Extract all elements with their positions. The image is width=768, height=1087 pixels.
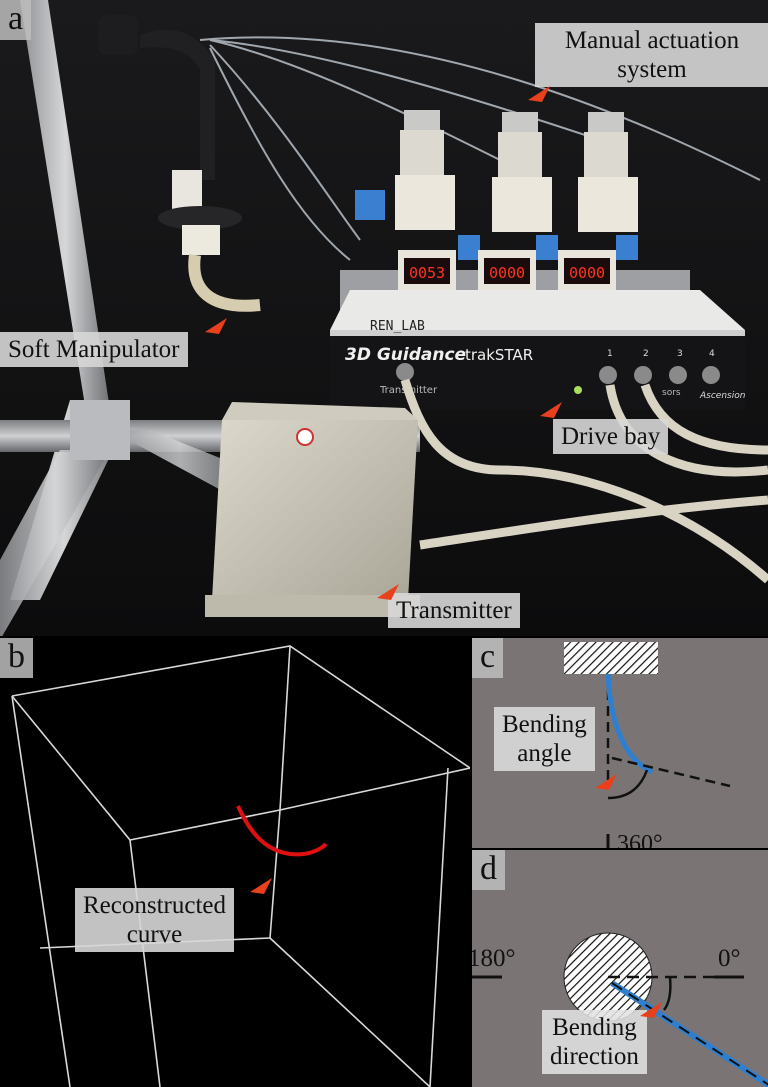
port-number-4: 4: [709, 349, 715, 359]
bending-direction-panel-d: 180° 0° d Bending direction: [472, 850, 768, 1087]
label-bending-angle: Bending angle: [494, 707, 595, 771]
label-manual-actuation-line-2: system: [617, 56, 687, 83]
label-manual-actuation: Manual actuation system: [535, 23, 768, 87]
gauge-readout-3: 0000: [569, 264, 605, 282]
fixed-base-hatch: [564, 642, 658, 674]
panel-letter-c: c: [472, 638, 504, 678]
reconstruction-panel-b: b Reconstructed curve: [0, 638, 470, 1087]
port-number-3: 3: [677, 349, 683, 359]
bending-direction-diagram: 180° 0°: [472, 932, 768, 1087]
label-bending-direction: Bending direction: [542, 1010, 647, 1074]
angle-arc: [607, 769, 649, 800]
arrow-drive-bay: [540, 402, 562, 418]
label-drive-bay: Drive bay: [553, 419, 669, 454]
label-reconstructed-curve: Reconstructed curve: [75, 888, 235, 952]
arrow-soft-manipulator: [205, 318, 227, 334]
gauge-readout-2: 0000: [489, 264, 525, 282]
maker-text: Ascension: [699, 391, 746, 401]
cables: [400, 378, 768, 584]
brand-text: 3D Guidance: [345, 345, 466, 365]
tick-label-360: 360°: [617, 831, 663, 848]
label-bending-angle-line-1: Bending: [502, 711, 587, 738]
arrow-bending-direction: [640, 1002, 662, 1018]
label-reconstructed-curve-line-2: curve: [126, 921, 183, 948]
arrow-transmitter: [377, 584, 399, 600]
transmitter-box: [205, 402, 420, 617]
label-0: 0°: [718, 945, 741, 972]
gauge-readout-1: 0053: [409, 264, 445, 282]
label-bending-angle-line-2: angle: [517, 740, 572, 767]
direction-arc: [662, 976, 672, 1011]
model-text: trakSTAR: [465, 346, 533, 364]
label-manual-actuation-line-1: Manual actuation: [564, 27, 740, 54]
photo-panel-a: 0053 0000 0000 3D Guidance trakSTAR REN_…: [0, 0, 768, 636]
panel-letter-d: d: [472, 850, 505, 890]
arrow-bending-angle: [595, 774, 617, 790]
wireframe-cube: [11, 645, 470, 1087]
photo-scene: 0053 0000 0000 3D Guidance trakSTAR REN_…: [0, 0, 768, 636]
tangent-line: [611, 756, 731, 788]
panel-letter-a: a: [0, 0, 32, 40]
port-number-1: 1: [607, 349, 613, 359]
bending-angle-panel-c: 360° c Bending angle: [472, 638, 768, 848]
panel-letter-b: b: [0, 638, 33, 678]
bent-manipulator-curve: [605, 673, 654, 775]
label-bending-direction-line-2: direction: [550, 1043, 639, 1070]
label-180: 180°: [472, 945, 516, 972]
sensors-port-text: sors: [662, 388, 681, 398]
reconstructed-curve: [236, 805, 328, 857]
arrow-reconstructed-curve: [250, 878, 272, 894]
aluminum-frame: [0, 0, 420, 636]
label-soft-manipulator: Soft Manipulator: [0, 332, 188, 367]
arrow-manual-actuation: [528, 86, 550, 102]
lab-tag-text: REN_LAB: [370, 319, 425, 334]
label-reconstructed-curve-line-1: Reconstructed: [83, 892, 227, 919]
manipulator-holder: [98, 15, 261, 312]
bending-direction-dash: [611, 982, 768, 1086]
pneumatic-tubes: [199, 36, 761, 261]
bending-angle-diagram: 360°: [564, 642, 731, 848]
trakstar-unit: 3D Guidance trakSTAR REN_LAB Transmitter…: [330, 290, 746, 410]
port-number-2: 2: [643, 349, 649, 359]
label-bending-direction-line-1: Bending: [552, 1014, 637, 1041]
pressure-regulators: [355, 110, 638, 260]
label-transmitter: Transmitter: [388, 593, 520, 628]
